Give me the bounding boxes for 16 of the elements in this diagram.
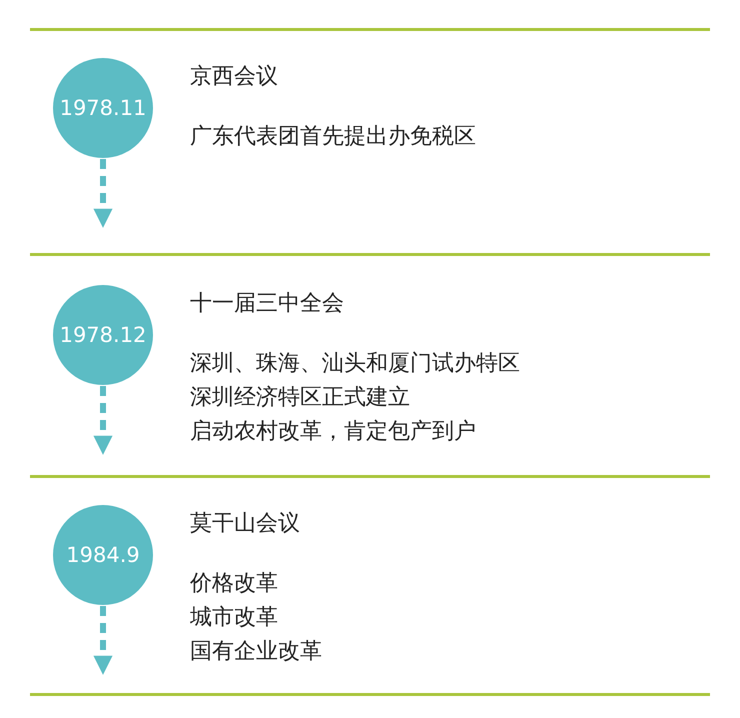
- dashed-arrow: [93, 386, 113, 455]
- event-item: 深圳、珠海、汕头和厦门试办特区: [190, 350, 520, 378]
- event-heading: 莫干山会议: [190, 510, 300, 538]
- date-circle: 1984.9: [53, 505, 153, 605]
- event-item: 广东代表团首先提出办免税区: [190, 123, 476, 151]
- event-heading: 京西会议: [190, 63, 278, 91]
- event-heading: 十一届三中全会: [190, 290, 344, 318]
- event-item: 启动农村改革，肯定包产到户: [190, 418, 476, 446]
- event-item: 价格改革: [190, 570, 278, 598]
- dashed-arrow: [93, 159, 113, 228]
- dashed-arrow: [93, 606, 113, 675]
- date-circle: 1978.11: [53, 58, 153, 158]
- event-item: 深圳经济特区正式建立: [190, 384, 410, 412]
- event-item: 城市改革: [190, 604, 278, 632]
- date-circle: 1978.12: [53, 285, 153, 385]
- event-item: 国有企业改革: [190, 638, 322, 666]
